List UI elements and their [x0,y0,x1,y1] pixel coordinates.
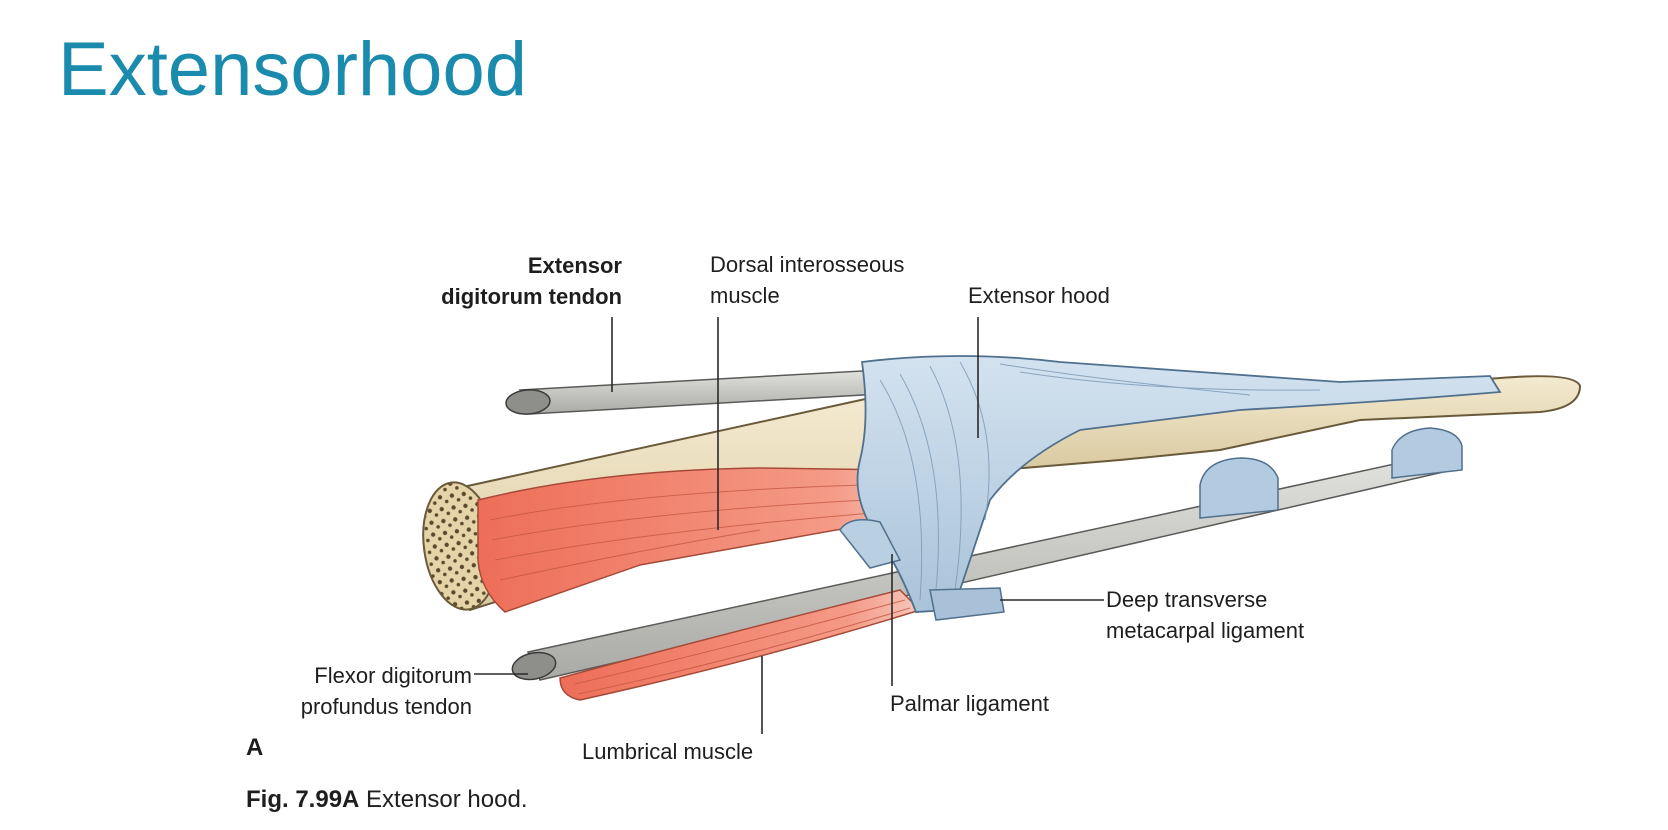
slide-title: Extensorhood [58,27,527,112]
label-flexor-digitorum-profundus-tendon: Flexor digitorum profundus tendon [301,660,472,722]
label-palmar-ligament: Palmar ligament [890,691,1049,716]
label-deep-line1: Deep transverse [1106,587,1268,612]
extensor-hood-sheet [856,355,1502,613]
palmar-ligament [839,519,902,569]
label-extensor-digitorum-tendon: Extensor digitorum tendon [441,250,622,312]
figure-caption-number: Fig. 7.99A [246,786,360,813]
lumbrical-muscle [559,589,922,701]
label-flexor-line1: Flexor digitorum [314,663,472,688]
label-lumbrical-muscle: Lumbrical muscle [582,739,754,764]
label-extensor-line1: Extensor [527,253,622,278]
extensor-tendon-end [505,389,551,415]
label-deep-transverse-metacarpal-ligament: Deep transverse metacarpal ligament [1106,584,1304,646]
figure-caption: Fig. 7.99A Extensor hood. [246,786,527,814]
label-deep-line2: metacarpal ligament [1106,618,1305,643]
label-dorsal-line2: muscle [710,283,780,308]
label-dorsal-line1: Dorsal interosseous [710,252,905,277]
flexor-tendon-end [511,651,557,681]
deep-transverse-ligament [929,587,1005,621]
label-extensor-hood: Extensor hood [968,283,1110,308]
label-extensor-line2: digitorum tendon [441,284,622,309]
pulley-sheath-2 [1391,427,1463,479]
pulley-sheath-1 [1199,457,1279,519]
figure-panel-letter: A [246,734,264,761]
label-flexor-line2: profundus tendon [300,694,472,719]
figure-caption-text: Extensor hood. [359,786,528,813]
label-dorsal-interosseous: Dorsal interosseous muscle [710,249,904,311]
